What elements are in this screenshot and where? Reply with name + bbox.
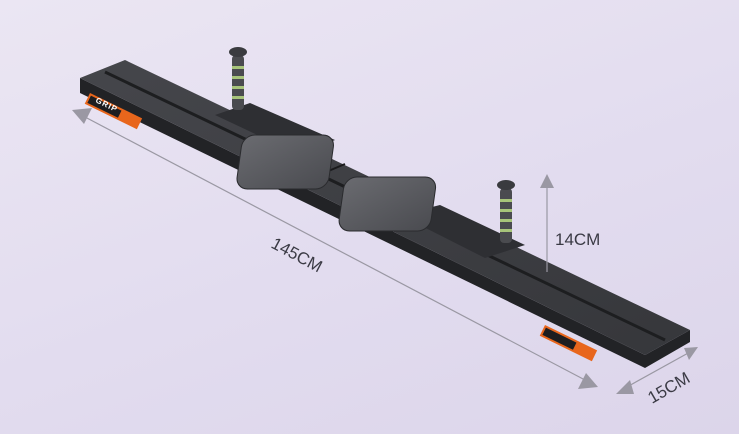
- right-pedal: [338, 176, 437, 232]
- height-label: 14CM: [555, 230, 600, 249]
- left-pedal: [236, 134, 334, 190]
- left-handle: [232, 55, 244, 110]
- height-dimension: [540, 174, 554, 272]
- left-carriage: [215, 47, 335, 190]
- right-handle: [500, 188, 512, 243]
- width-dimension: [616, 347, 698, 394]
- length-label: 145CM: [268, 234, 325, 277]
- width-label: 15CM: [645, 368, 694, 407]
- length-dimension: [72, 108, 598, 389]
- right-carriage: [338, 176, 525, 258]
